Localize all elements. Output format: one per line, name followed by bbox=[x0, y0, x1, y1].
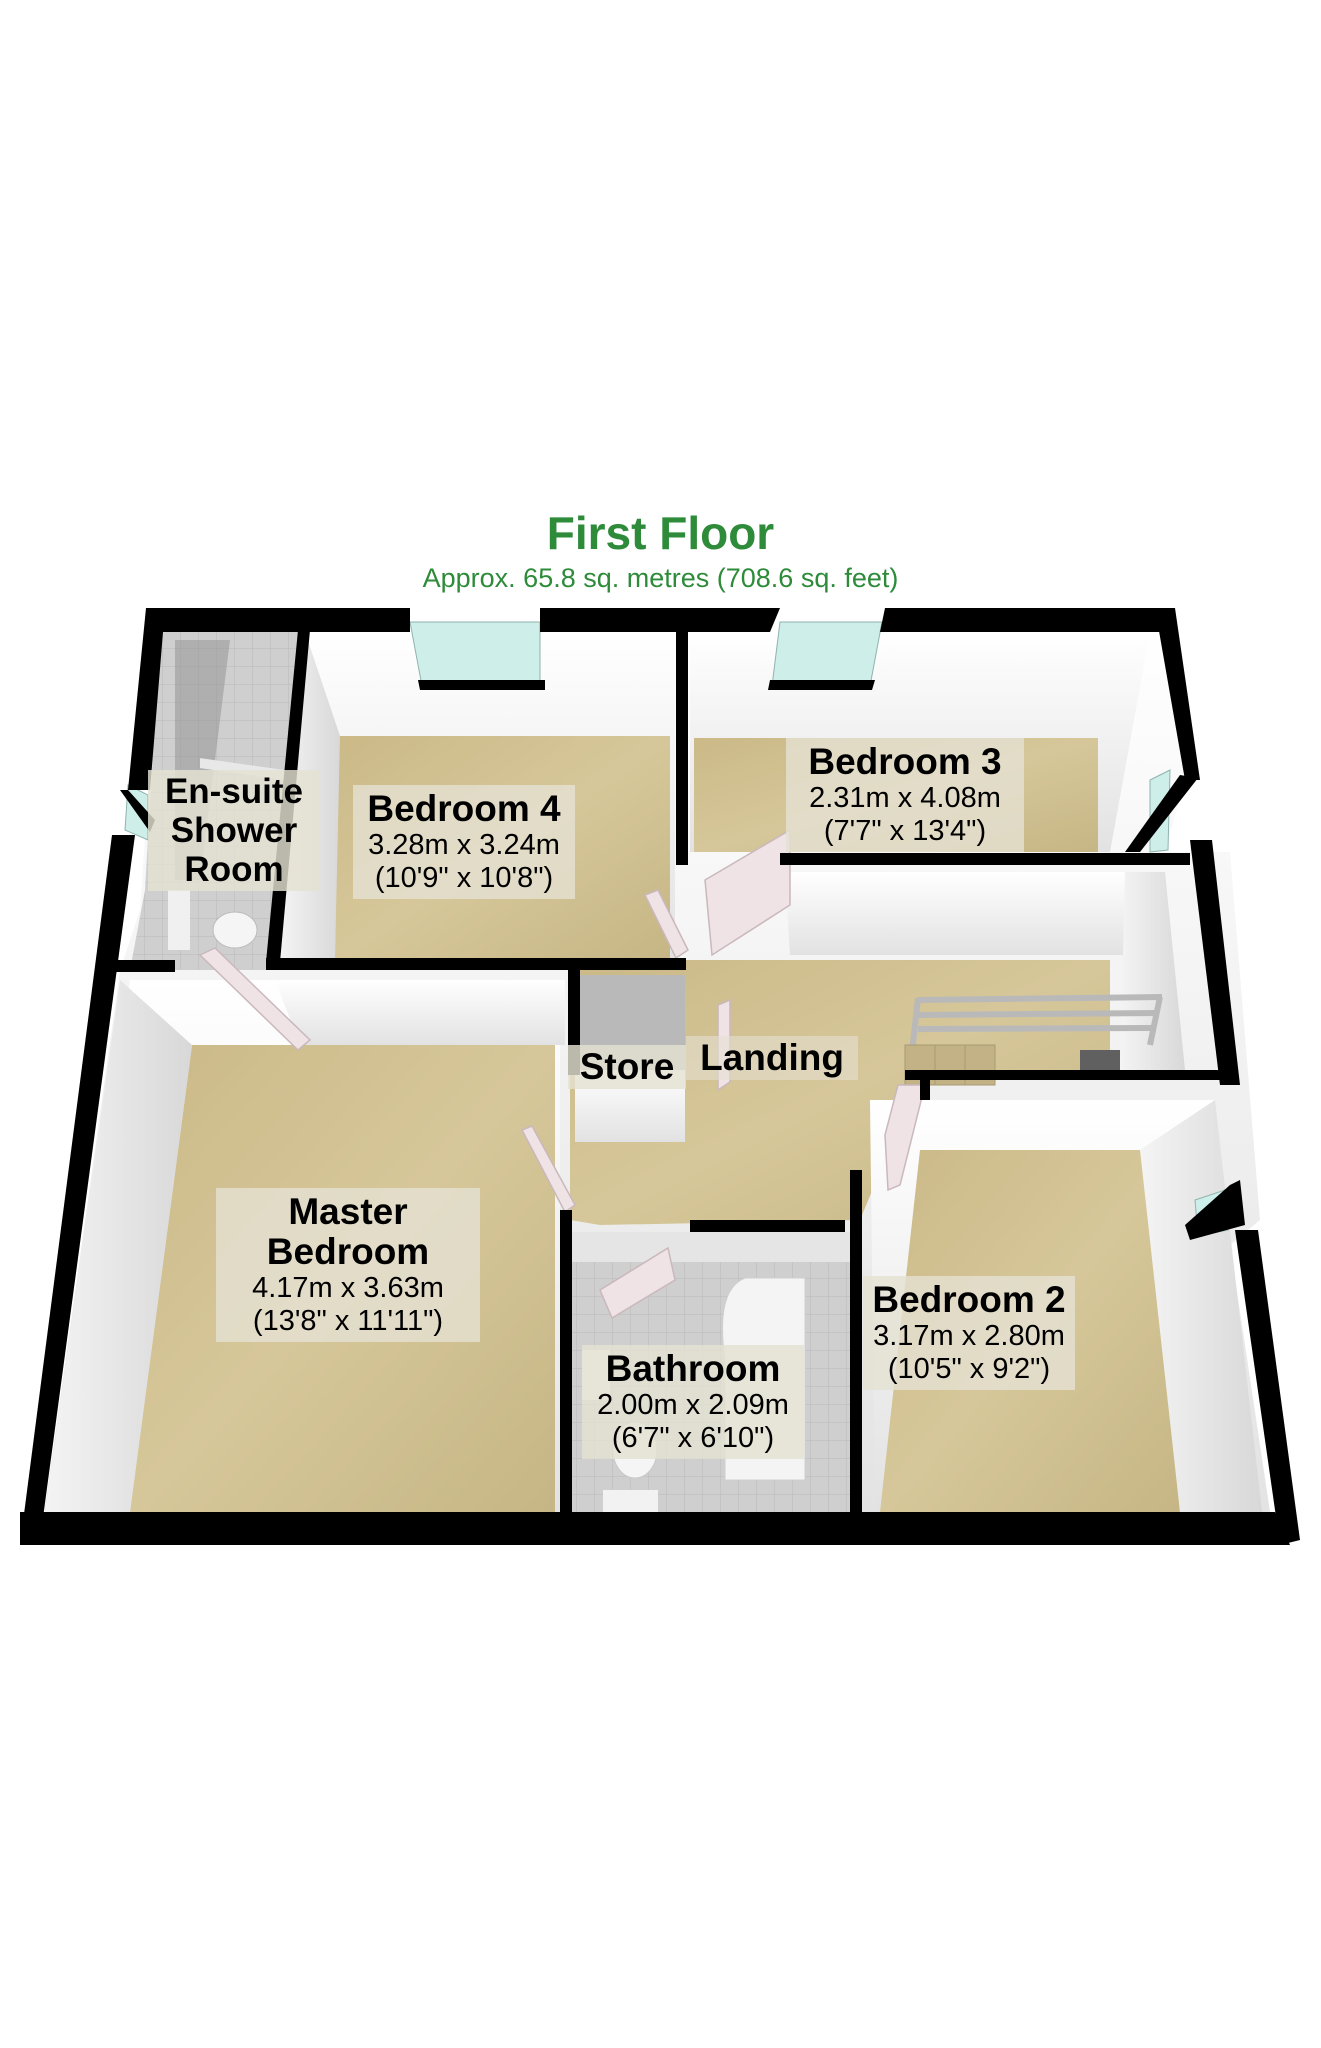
floor-title: First Floor bbox=[546, 507, 775, 559]
door-bedroom2 bbox=[884, 1084, 926, 1192]
floor-title-block: First Floor Approx. 65.8 sq. metres (708… bbox=[0, 506, 1321, 594]
room-label-bedroom4: Bedroom 4 3.28m x 3.24m (10'9" x 10'8") bbox=[353, 785, 575, 899]
door-bedroom4 bbox=[643, 889, 689, 960]
window-bedroom3 bbox=[771, 621, 883, 687]
door-bathroom bbox=[599, 1246, 676, 1320]
door-ensuite bbox=[198, 947, 312, 1052]
room-label-landing: Landing bbox=[686, 1036, 858, 1080]
door-bedroom3 bbox=[704, 828, 791, 957]
floor-area-subtitle: Approx. 65.8 sq. metres (708.6 sq. feet) bbox=[422, 563, 899, 593]
landing-area bbox=[570, 872, 1185, 1225]
room-label-store: Store bbox=[568, 1045, 686, 1089]
room-label-bedroom3: Bedroom 3 2.31m x 4.08m (7'7" x 13'4") bbox=[786, 738, 1024, 852]
window-bedroom4 bbox=[409, 621, 541, 687]
bedroom2-room bbox=[870, 1100, 1262, 1515]
room-label-bedroom2: Bedroom 2 3.17m x 2.80m (10'5" x 9'2") bbox=[863, 1276, 1075, 1390]
doors bbox=[198, 828, 926, 1320]
room-label-bathroom: Bathroom 2.00m x 2.09m (6'7" x 6'10") bbox=[582, 1345, 804, 1459]
room-label-ensuite: En-suite Shower Room bbox=[148, 770, 320, 891]
walls bbox=[20, 608, 1300, 1545]
stair-railing bbox=[909, 994, 1163, 1053]
door-master bbox=[520, 1125, 576, 1214]
room-label-master-bedroom: Master Bedroom 4.17m x 3.63m (13'8" x 11… bbox=[216, 1188, 480, 1342]
